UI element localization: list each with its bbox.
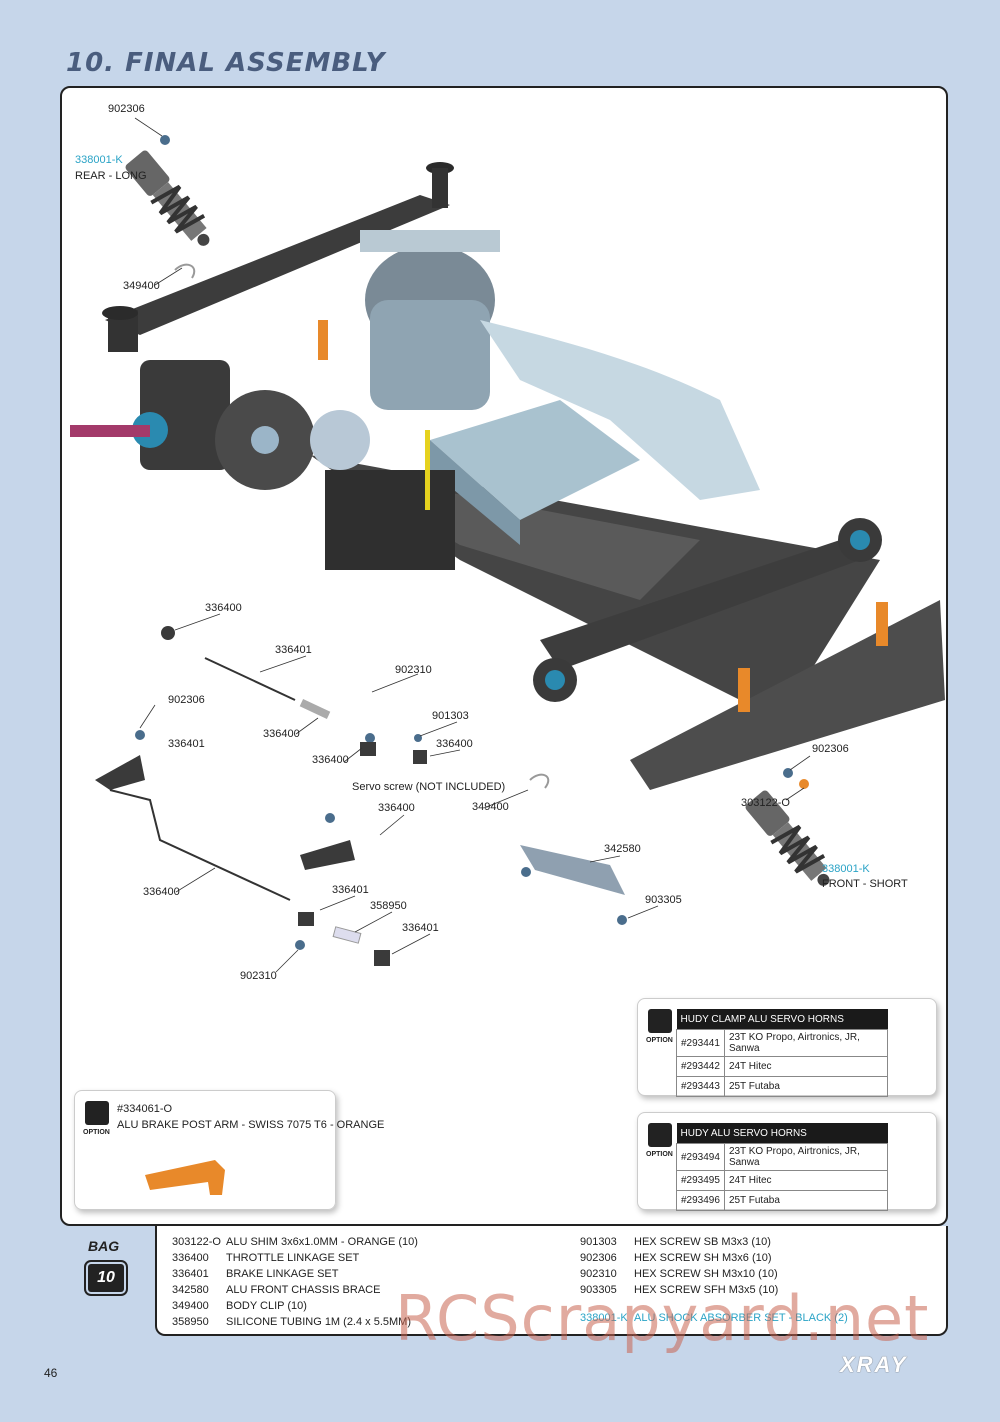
list-desc: HEX SCREW SH M3x10 (10) (634, 1268, 778, 1280)
thumbs-up-icon (648, 1009, 672, 1033)
list-desc: BODY CLIP (10) (226, 1300, 307, 1312)
shock-front-short-label: FRONT - SHORT (822, 878, 908, 890)
option-header: HUDY CLAMP ALU SERVO HORNS (676, 1009, 888, 1030)
part-number-336401: 336401 (275, 644, 312, 656)
list-item: 358950 SILICONE TUBING 1M (2.4 x 5.5MM) (172, 1316, 411, 1328)
option-box-clamp-servo-horns: OPTION HUDY CLAMP ALU SERVO HORNS #29344… (637, 998, 937, 1097)
option-header: HUDY ALU SERVO HORNS (676, 1123, 888, 1144)
option-desc: 25T Futaba (723, 1076, 889, 1097)
page-number: 46 (44, 1366, 58, 1380)
option-label: OPTION (646, 1037, 673, 1044)
part-number-349400: 349400 (472, 801, 509, 813)
option-label: OPTION (646, 1151, 673, 1158)
part-number-902306: 902306 (168, 694, 205, 706)
part-number-338001k-rear: 338001-K (75, 154, 123, 166)
list-code: 901303 (580, 1236, 617, 1248)
option-code: #293494 (676, 1143, 725, 1171)
list-item: 338001-K ALU SHOCK ABSORBER SET - BLACK (… (580, 1312, 848, 1324)
part-number-902306: 902306 (108, 103, 145, 115)
list-code: 902310 (580, 1268, 617, 1280)
list-item: 903305 HEX SCREW SFH M3x5 (10) (580, 1284, 778, 1296)
part-number-336400: 336400 (436, 738, 473, 750)
option-code: #293443 (676, 1076, 725, 1097)
brand-logo: XRAY (840, 1352, 908, 1377)
option-desc: 24T Hitec (723, 1170, 889, 1191)
list-desc: THROTTLE LINKAGE SET (226, 1252, 360, 1264)
list-code: 336400 (172, 1252, 209, 1264)
list-code: 349400 (172, 1300, 209, 1312)
option-code: #293442 (676, 1056, 725, 1077)
option-code: #334061-O (117, 1103, 173, 1115)
option-code: #293441 (676, 1029, 725, 1057)
list-item: 902306 HEX SCREW SH M3x6 (10) (580, 1252, 772, 1264)
part-number-303122o: 303122-O (741, 797, 790, 809)
part-number-336400: 336400 (378, 802, 415, 814)
option-desc: 24T Hitec (723, 1056, 889, 1077)
list-code: 902306 (580, 1252, 617, 1264)
list-item: 902310 HEX SCREW SH M3x10 (10) (580, 1268, 778, 1280)
option-desc: 25T Futaba (723, 1190, 889, 1211)
part-number-902310: 902310 (240, 970, 277, 982)
list-desc: BRAKE LINKAGE SET (226, 1268, 339, 1280)
list-desc: ALU FRONT CHASSIS BRACE (226, 1284, 381, 1296)
option-desc: 23T KO Propo, Airtronics, JR, Sanwa (723, 1029, 889, 1057)
list-code: 358950 (172, 1316, 209, 1328)
list-desc: SILICONE TUBING 1M (2.4 x 5.5MM) (226, 1316, 412, 1328)
thumbs-up-icon (85, 1101, 109, 1125)
list-code: 303122-O (172, 1236, 221, 1248)
option-desc: ALU BRAKE POST ARM - SWISS 7075 T6 - ORA… (117, 1119, 385, 1131)
part-number-342580: 342580 (604, 843, 641, 855)
shock-rear-long-label: REAR - LONG (75, 170, 147, 182)
part-number-358950: 358950 (370, 900, 407, 912)
part-number-338001k-front: 338001-K (822, 863, 870, 875)
part-number-336401: 336401 (168, 738, 205, 750)
list-item: 901303 HEX SCREW SB M3x3 (10) (580, 1236, 771, 1248)
part-number-901303: 901303 (432, 710, 469, 722)
part-number-902306: 902306 (812, 743, 849, 755)
list-desc: HEX SCREW SFH M3x5 (10) (634, 1284, 779, 1296)
list-item: 342580 ALU FRONT CHASSIS BRACE (172, 1284, 380, 1296)
list-item: 349400 BODY CLIP (10) (172, 1300, 307, 1312)
part-number-336401: 336401 (332, 884, 369, 896)
list-item: 336400 THROTTLE LINKAGE SET (172, 1252, 359, 1264)
part-number-336400: 336400 (143, 886, 180, 898)
list-desc: ALU SHOCK ABSORBER SET - BLACK (2) (634, 1312, 848, 1324)
servo-screw-note: Servo screw (NOT INCLUDED) (352, 781, 506, 793)
bag-parts-list (155, 1226, 948, 1336)
page-title: 10. FINAL ASSEMBLY (66, 48, 386, 78)
list-code: 338001-K (580, 1312, 628, 1324)
part-number-903305: 903305 (645, 894, 682, 906)
list-item: 303122-O ALU SHIM 3x6x1.0MM - ORANGE (10) (172, 1236, 418, 1248)
list-desc: ALU SHIM 3x6x1.0MM - ORANGE (10) (226, 1236, 418, 1248)
list-code: 903305 (580, 1284, 617, 1296)
part-number-336400: 336400 (312, 754, 349, 766)
option-box-brake-post-arm: OPTION #334061-O ALU BRAKE POST ARM - SW… (74, 1090, 384, 1210)
bag-number: 10 (84, 1260, 128, 1296)
part-number-336400: 336400 (263, 728, 300, 740)
list-desc: HEX SCREW SB M3x3 (10) (634, 1236, 771, 1248)
option-code: #293495 (676, 1170, 725, 1191)
option-code: #293496 (676, 1190, 725, 1211)
list-code: 342580 (172, 1284, 209, 1296)
part-number-349400: 349400 (123, 280, 160, 292)
bag-label: BAG (88, 1238, 120, 1254)
list-desc: HEX SCREW SH M3x6 (10) (634, 1252, 772, 1264)
option-label: OPTION (83, 1129, 110, 1136)
list-code: 336401 (172, 1268, 209, 1280)
thumbs-up-icon (648, 1123, 672, 1147)
part-number-336400: 336400 (205, 602, 242, 614)
part-number-336401: 336401 (402, 922, 439, 934)
watermark: RCScrapyard.net (395, 1282, 930, 1355)
part-number-902310: 902310 (395, 664, 432, 676)
list-item: 336401 BRAKE LINKAGE SET (172, 1268, 338, 1280)
option-desc: 23T KO Propo, Airtronics, JR, Sanwa (723, 1143, 889, 1171)
